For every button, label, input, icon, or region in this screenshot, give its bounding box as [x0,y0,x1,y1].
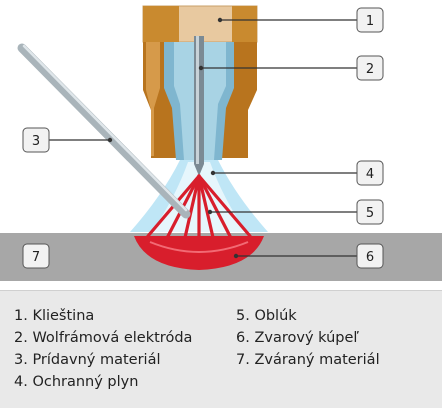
legend-item: 2. Wolfrámová elektróda [14,330,193,346]
weld-pool-shine [149,241,249,253]
callout-2: 2 [356,55,384,81]
legend-item: 5. Oblúk [236,308,297,324]
callout-2-label: 2 [366,62,374,77]
collet-right-band [232,6,257,42]
callout-7: 7 [22,243,50,269]
legend-column-right: 5. Oblúk 6. Zvarový kúpeľ 7. Zváraný mat… [236,305,380,371]
legend-column-left: 1. Klieština 2. Wolfrámová elektróda 3. … [14,305,192,393]
leader-dot-4 [210,170,216,176]
leader-dot-5 [207,209,213,215]
legend-item: 1. Klieština [14,308,95,324]
tungsten-electrode-tip [194,164,204,176]
legend-item: 6. Zvarový kúpeľ [236,330,359,346]
leader-dot-3 [107,137,113,143]
callout-7-label: 7 [32,250,40,265]
tungsten-electrode-shine [196,36,199,164]
legend-item: 3. Prídavný materiál [14,352,161,368]
callout-4: 4 [356,160,384,186]
nozzle-highlight [146,42,160,156]
callout-5: 5 [356,199,384,225]
callout-3: 3 [22,127,50,153]
callout-4-label: 4 [366,167,374,182]
leader-dot-6 [233,253,239,259]
tig-welding-diagram: 1 2 3 4 5 6 7 [0,5,442,281]
filler-rod [17,43,191,219]
callout-6-label: 6 [366,250,374,265]
callout-1-label: 1 [366,14,374,29]
leader-dot-1 [217,17,223,23]
legend: 1. Klieština 2. Wolfrámová elektróda 3. … [0,290,442,408]
legend-item: 7. Zváraný materiál [236,352,380,368]
callout-6: 6 [356,243,384,269]
collet-left-band [143,6,179,42]
callout-5-label: 5 [366,206,374,221]
filler-rod-shine [22,44,188,212]
legend-item: 4. Ochranný plyn [14,374,139,390]
leader-dot-2 [198,65,204,71]
callout-1: 1 [356,7,384,33]
callout-3-label: 3 [32,134,40,149]
